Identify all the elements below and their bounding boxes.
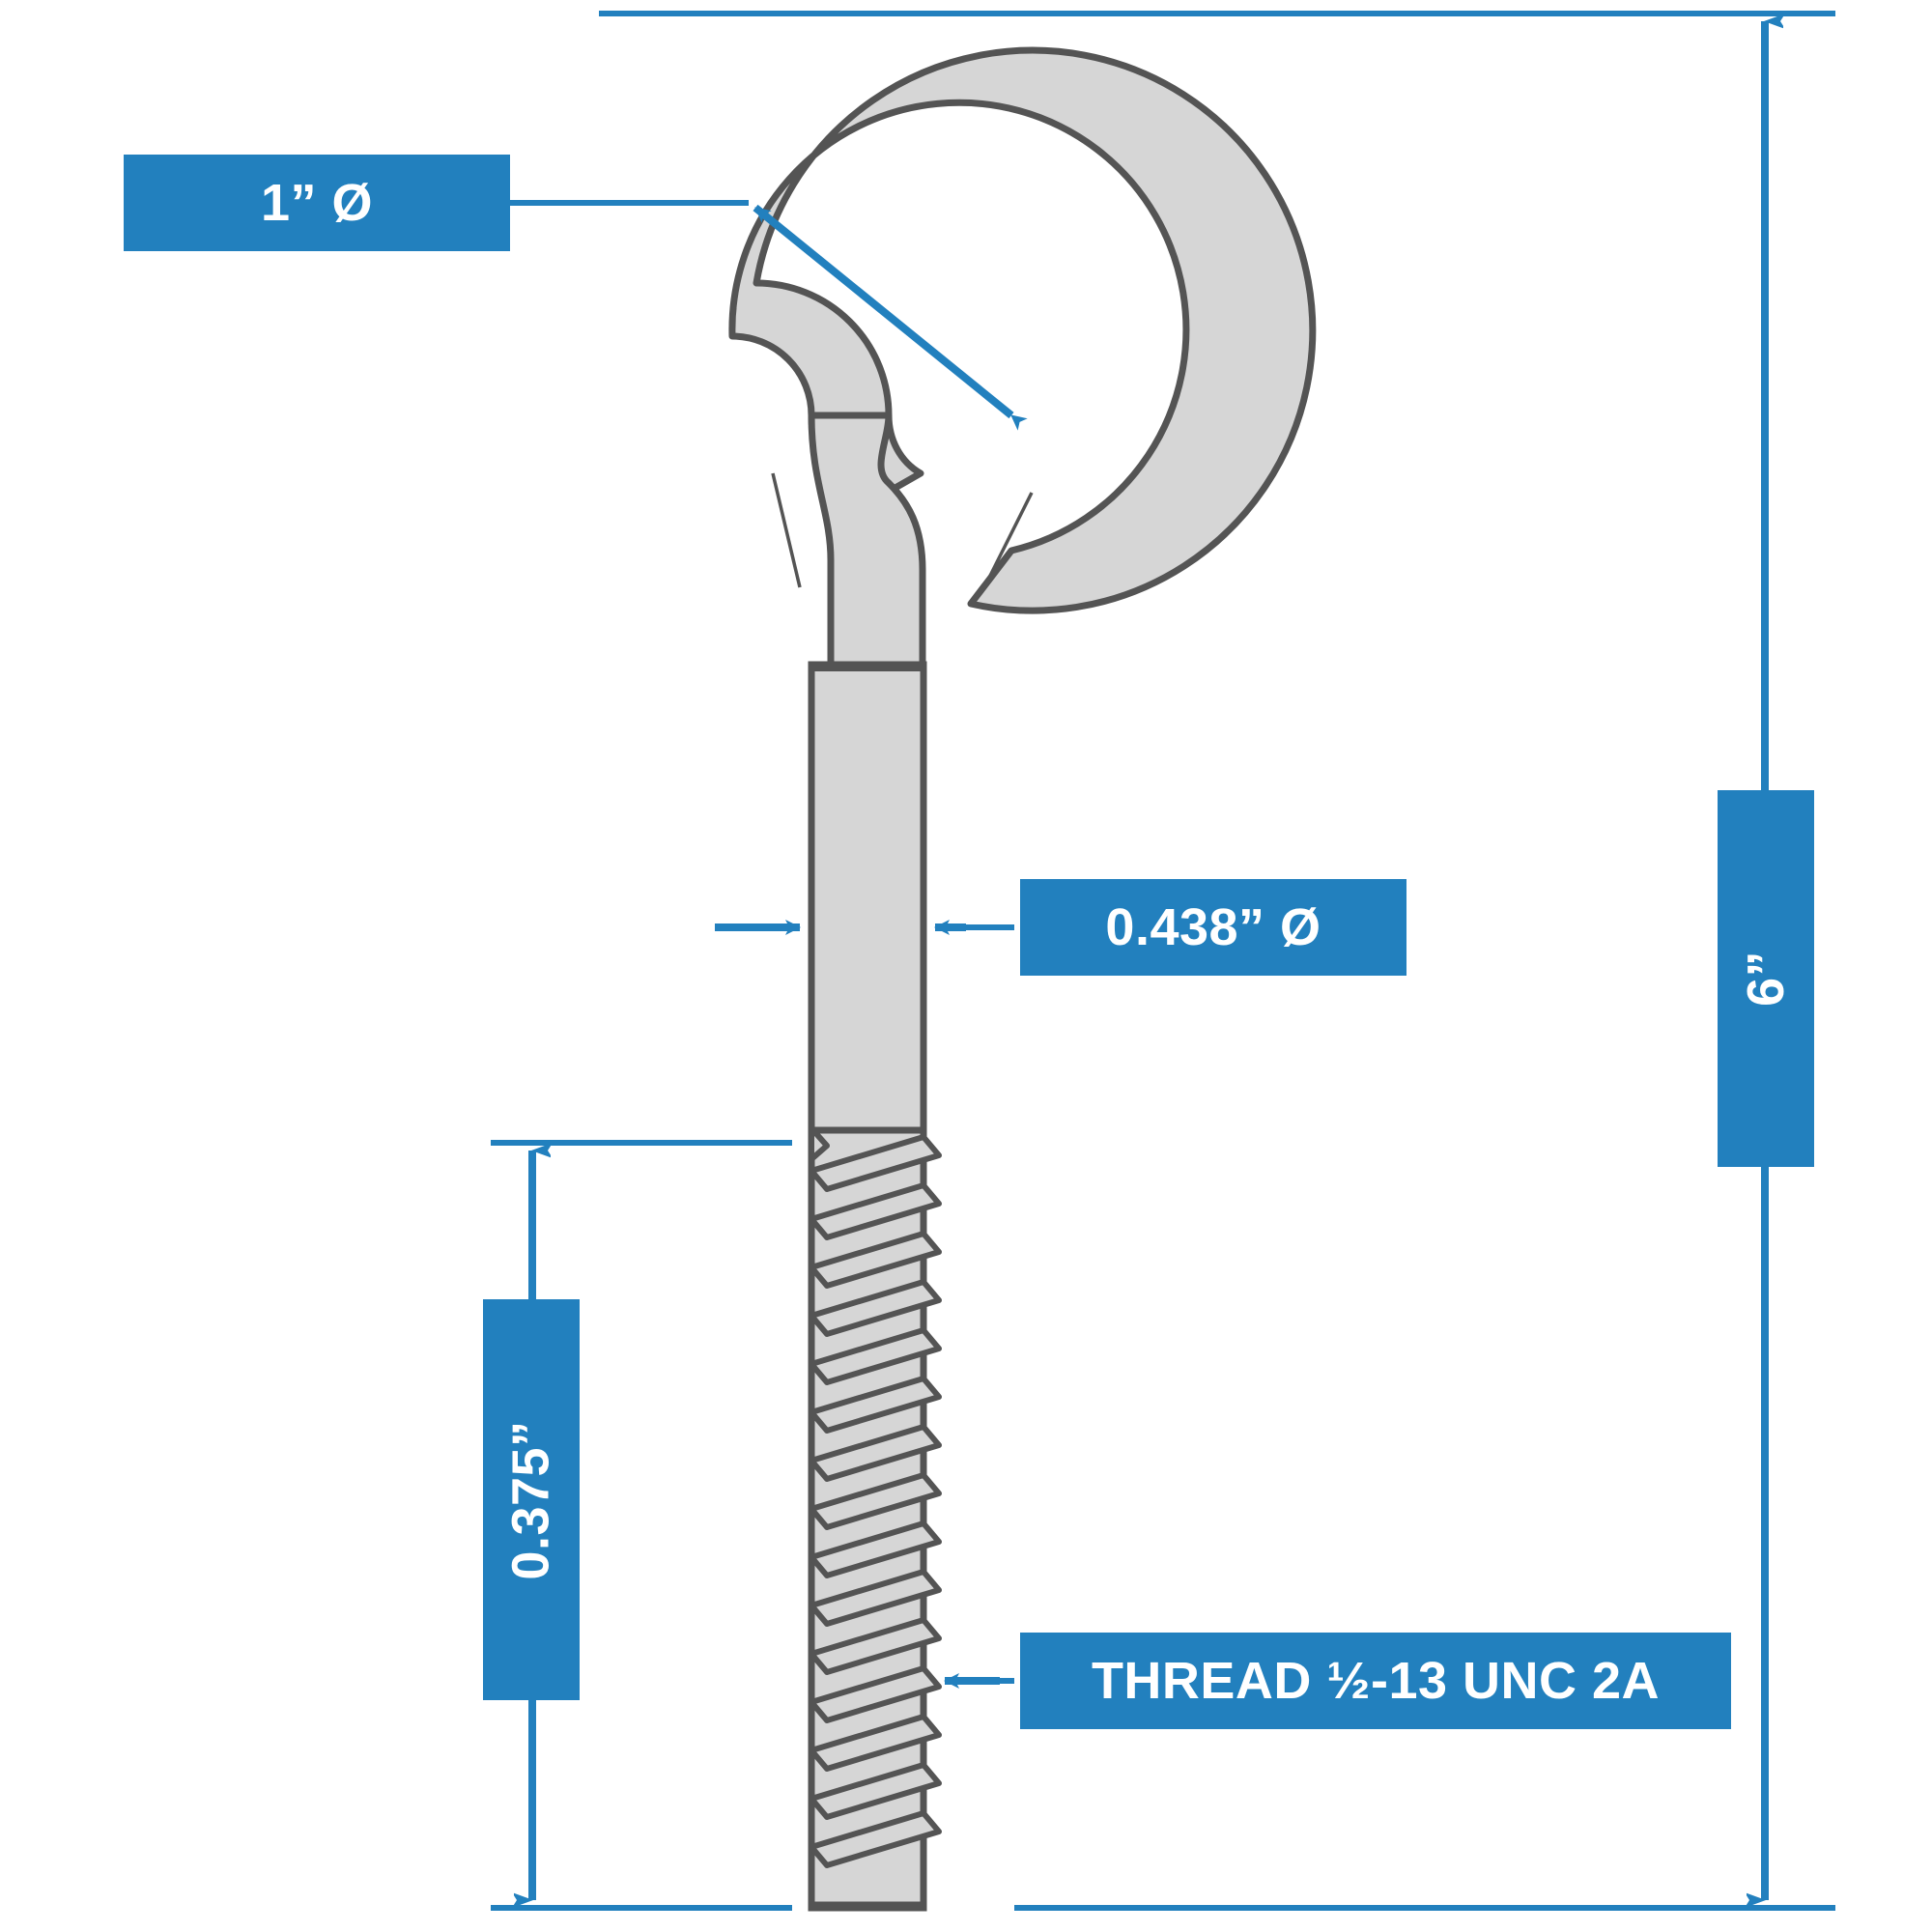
callout-thread-length-text: 0.375”: [502, 1419, 561, 1580]
thread-start-nick: [809, 1125, 830, 1162]
callout-eye-diameter: 1” Ø: [124, 155, 510, 251]
callout-eye-diameter-text: 1” Ø: [260, 174, 374, 232]
ring-joint-line-right: [986, 492, 1034, 581]
ring-joint-line-left: [771, 472, 802, 588]
eye-ring: [728, 46, 1317, 614]
eye-neck: [808, 412, 926, 680]
callout-overall-length-text: 6”: [1736, 950, 1795, 1008]
callout-shaft-diameter: 0.438” Ø: [1020, 879, 1406, 976]
callout-overall-length: 6”: [1718, 790, 1814, 1167]
thread-helix: [809, 1134, 942, 1868]
dim-arrow-eye-diameter: [753, 204, 1028, 431]
callout-thread-length: 0.375”: [483, 1299, 580, 1700]
eye-bolt-body: [728, 46, 1317, 1912]
shank: [808, 661, 927, 1147]
callout-thread-spec-text: THREAD ½-13 UNC 2A: [1091, 1652, 1661, 1710]
callout-thread-spec: THREAD ½-13 UNC 2A: [1020, 1633, 1731, 1729]
callout-shaft-diameter-text: 0.438” Ø: [1105, 898, 1321, 956]
